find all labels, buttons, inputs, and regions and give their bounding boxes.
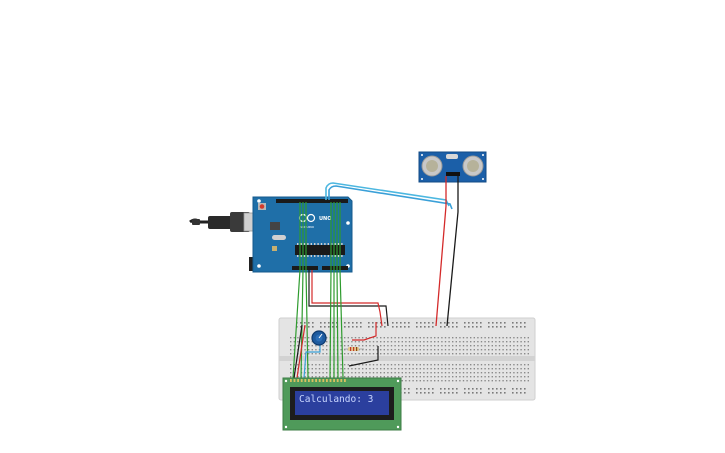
potentiometer-icon[interactable] [311, 330, 327, 346]
arduino-board[interactable]: UNO ARDUINO [189, 196, 353, 273]
resistor-icon[interactable] [344, 347, 364, 351]
wires [292, 176, 459, 379]
ultrasonic-sensor-icon[interactable] [418, 151, 487, 183]
lcd-display[interactable]: Calculando: 3 [282, 377, 402, 431]
lcd-text: Calculando: 3 [299, 394, 373, 405]
microcontroller-pins [297, 243, 343, 257]
usb-cable-icon [189, 212, 250, 232]
lcd-pins [290, 379, 346, 382]
arduino-model-label: UNO [319, 216, 332, 222]
arduino-brand-label: ARDUINO [300, 225, 315, 229]
